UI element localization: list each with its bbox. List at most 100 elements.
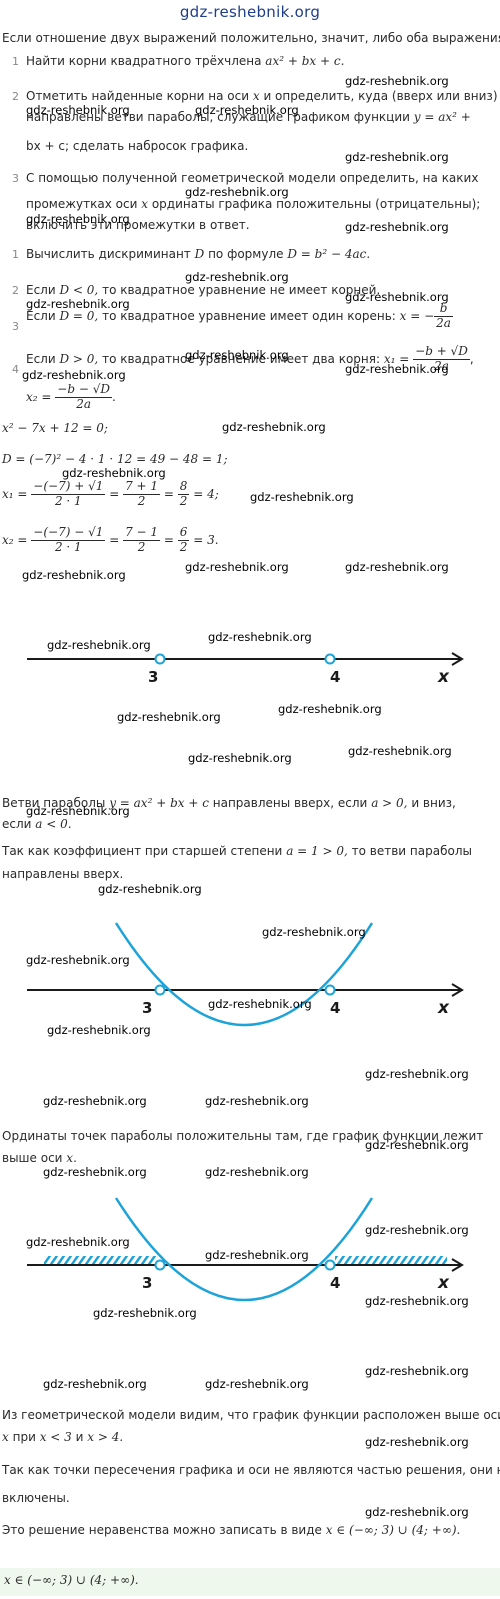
watermark: gdz-reshebnik.org	[365, 1505, 469, 1519]
watermark: gdz-reshebnik.org	[93, 1306, 197, 1320]
watermark: gdz-reshebnik.org	[365, 1294, 469, 1308]
step-number: 1	[12, 55, 19, 68]
step-text: Отметить найденные корни на оси x и опре…	[26, 89, 498, 103]
parabola-diagram: 3 4 x	[27, 922, 464, 1027]
axis-label-x: x	[437, 998, 450, 1018]
watermark: gdz-reshebnik.org	[205, 1377, 309, 1391]
equation: x² − 7x + 12 = 0;	[2, 421, 108, 435]
step-text: Вычислить дискриминант D по формуле D = …	[26, 247, 371, 261]
interval-right-hatch	[335, 1256, 447, 1265]
tick-label-4: 4	[330, 999, 340, 1017]
step-text: bx + c; сделать набросок графика.	[26, 139, 249, 153]
watermark: gdz-reshebnik.org	[98, 882, 202, 896]
watermark: gdz-reshebnik.org	[26, 1235, 130, 1249]
step-number: 2	[12, 284, 19, 297]
watermark: gdz-reshebnik.org	[185, 185, 289, 199]
watermark: gdz-reshebnik.org	[47, 638, 151, 652]
watermark: gdz-reshebnik.org	[208, 997, 312, 1011]
intro-text: Если отношение двух выражений положитель…	[2, 31, 500, 45]
step-number: 3	[12, 172, 19, 185]
watermark: gdz-reshebnik.org	[365, 1364, 469, 1378]
paragraph: Так как коэффициент при старшей степени …	[2, 844, 472, 858]
step-text: Если D = 0, то квадратное уравнение имее…	[26, 301, 453, 330]
axis-label-x: x	[437, 667, 450, 687]
step-number: 3	[12, 320, 19, 333]
watermark: gdz-reshebnik.org	[345, 290, 449, 304]
tick-label-3: 3	[142, 999, 152, 1017]
watermark: gdz-reshebnik.org	[205, 1094, 309, 1108]
watermark: gdz-reshebnik.org	[365, 1223, 469, 1237]
step-number: 1	[12, 248, 19, 261]
watermark: gdz-reshebnik.org	[26, 297, 130, 311]
step-text: включить эти промежутки в ответ.	[26, 218, 250, 232]
watermark: gdz-reshebnik.org	[208, 630, 312, 644]
watermark: gdz-reshebnik.org	[222, 420, 326, 434]
x-axis-arrow	[451, 1258, 464, 1272]
watermark: gdz-reshebnik.org	[278, 702, 382, 716]
tick-label-3: 3	[142, 1274, 152, 1292]
watermark: gdz-reshebnik.org	[348, 744, 452, 758]
watermark: gdz-reshebnik.org	[22, 368, 126, 382]
watermark: gdz-reshebnik.org	[365, 1067, 469, 1081]
watermark: gdz-reshebnik.org	[185, 270, 289, 284]
watermark: gdz-reshebnik.org	[47, 1023, 151, 1037]
watermark: gdz-reshebnik.org	[43, 1094, 147, 1108]
root-4-point	[324, 653, 336, 665]
answer-text: x ∈ (−∞; 3) ∪ (4; +∞).	[4, 1573, 139, 1587]
step-text: С помощью полученной геометрической моде…	[26, 171, 479, 185]
tick-label-3: 3	[148, 668, 158, 686]
watermark: gdz-reshebnik.org	[117, 710, 221, 724]
watermark: gdz-reshebnik.org	[22, 568, 126, 582]
watermark: gdz-reshebnik.org	[345, 560, 449, 574]
watermark: gdz-reshebnik.org	[26, 804, 130, 818]
watermark: gdz-reshebnik.org	[188, 751, 292, 765]
paragraph: Из геометрической модели видим, что граф…	[2, 1408, 500, 1422]
watermark: gdz-reshebnik.org	[345, 220, 449, 234]
step-text: Если D > 0, то квадратное уравнение имее…	[26, 344, 474, 373]
root-3-point	[154, 984, 166, 996]
watermark: gdz-reshebnik.org	[262, 925, 366, 939]
parabola-curve	[114, 1197, 374, 1302]
watermark: gdz-reshebnik.org	[26, 212, 130, 226]
watermark: gdz-reshebnik.org	[365, 1435, 469, 1449]
number-line-diagram: 3 4 x	[27, 652, 464, 687]
solution-diagram: 3 4 x	[27, 1197, 464, 1302]
step-text: направлены ветви параболы, служащие граф…	[26, 110, 471, 124]
tick-label-4: 4	[330, 668, 340, 686]
paragraph: включены.	[2, 1491, 70, 1505]
interval-left-hatch	[44, 1256, 156, 1265]
step-text: Найти корни квадратного трёхчлена ax² + …	[26, 54, 345, 68]
paragraph: Ветви параболы y = ax² + bx + c направле…	[2, 796, 456, 810]
watermark: gdz-reshebnik.org	[195, 103, 299, 117]
watermark: gdz-reshebnik.org	[43, 1165, 147, 1179]
paragraph: выше оси x.	[2, 1151, 77, 1165]
paragraph: x при x < 3 и x > 4.	[2, 1430, 124, 1444]
watermark: gdz-reshebnik.org	[26, 953, 130, 967]
paragraph: Так как точки пересечения графика и оси …	[2, 1463, 500, 1477]
x-axis-arrow	[451, 983, 464, 997]
step-number: 2	[12, 90, 19, 103]
watermark: gdz-reshebnik.org	[43, 1377, 147, 1391]
watermark: gdz-reshebnik.org	[62, 466, 166, 480]
watermark: gdz-reshebnik.org	[185, 348, 289, 362]
watermark: gdz-reshebnik.org	[345, 362, 449, 376]
paragraph: если a < 0.	[2, 817, 72, 831]
watermark: gdz-reshebnik.org	[185, 560, 289, 574]
watermark: gdz-reshebnik.org	[26, 103, 130, 117]
step-text: Если D < 0, то квадратное уравнение не и…	[26, 283, 381, 297]
tick-label-4: 4	[330, 1274, 340, 1292]
paragraph: направлены вверх.	[2, 867, 124, 881]
root-3-point	[154, 653, 166, 665]
watermark: gdz-reshebnik.org	[345, 74, 449, 88]
root-4-point	[324, 984, 336, 996]
step-text: промежутках оси x ординаты графика полож…	[26, 197, 481, 211]
site-title[interactable]: gdz-reshebnik.org	[179, 3, 321, 21]
root-3-point	[154, 1259, 166, 1271]
step-number: 4	[12, 363, 19, 376]
x-axis-arrow	[451, 652, 464, 666]
watermark: gdz-reshebnik.org	[205, 1165, 309, 1179]
root-4-point	[324, 1259, 336, 1271]
